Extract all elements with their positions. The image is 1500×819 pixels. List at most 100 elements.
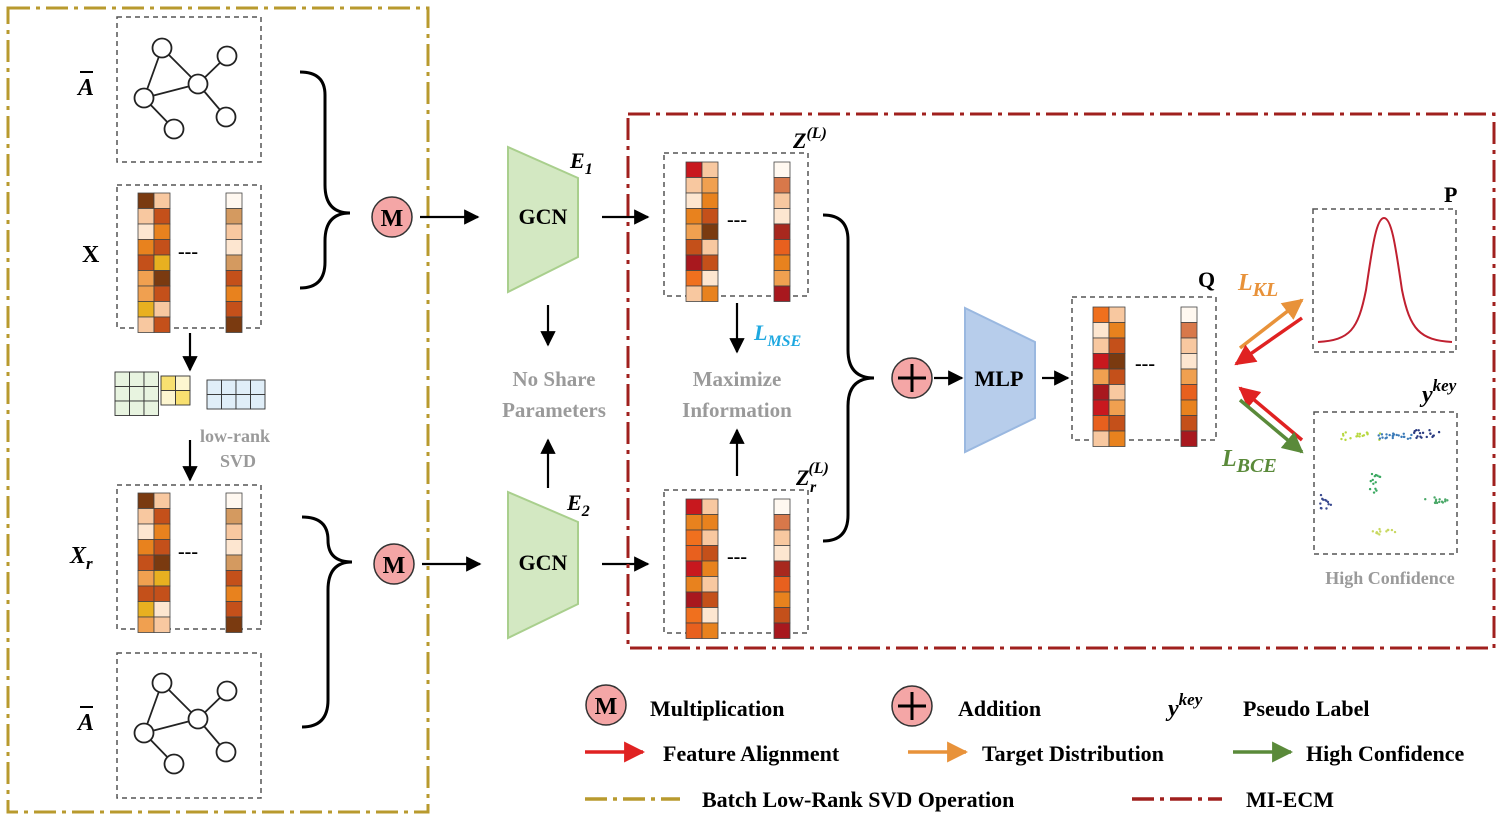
scatter-point bbox=[1375, 489, 1378, 492]
matrix-cell bbox=[137, 554, 155, 571]
matrix-cell bbox=[1092, 399, 1110, 416]
p-distribution-box bbox=[1312, 208, 1457, 353]
z-dots: --- bbox=[727, 209, 747, 231]
scatter-point bbox=[1326, 500, 1330, 504]
matrix-cell bbox=[137, 285, 155, 302]
a-bar-top-label: A bbox=[76, 75, 94, 101]
matrix-cell bbox=[701, 545, 719, 562]
matrix-cell bbox=[1108, 353, 1126, 370]
matrix-cell bbox=[685, 607, 703, 624]
matrix-cell bbox=[137, 301, 155, 318]
arrow-kl-orange bbox=[1238, 298, 1304, 350]
matrix-cell bbox=[137, 616, 155, 633]
legend-mi-ecm: MI-ECM bbox=[1246, 787, 1334, 812]
x-label: X bbox=[82, 242, 100, 268]
matrix-cell bbox=[1180, 415, 1198, 432]
matrix-cell bbox=[773, 591, 791, 608]
matrix-cell bbox=[773, 576, 791, 593]
high-confidence-caption: High Confidence bbox=[1325, 568, 1455, 588]
brace-top bbox=[299, 70, 351, 290]
ykey-label: ykey bbox=[1419, 376, 1457, 408]
matrix-cell bbox=[701, 254, 719, 271]
svd-cell bbox=[114, 371, 130, 387]
scatter-point bbox=[1380, 433, 1384, 436]
matrix-cell bbox=[1092, 322, 1110, 339]
scatter-point bbox=[1397, 434, 1400, 437]
scatter-point bbox=[1344, 431, 1347, 434]
scatter-point bbox=[1379, 530, 1382, 533]
matrix-cell bbox=[153, 492, 171, 509]
svd-cell bbox=[114, 386, 130, 402]
e2-label: E2 bbox=[566, 490, 590, 520]
matrix-cell bbox=[773, 254, 791, 271]
matrix-cell bbox=[225, 601, 243, 618]
matrix-cell bbox=[1180, 368, 1198, 385]
scatter-point bbox=[1417, 429, 1420, 432]
matrix-cell bbox=[225, 523, 243, 540]
legend-ykey: ykey bbox=[1165, 690, 1203, 722]
matrix-cell bbox=[773, 622, 791, 639]
matrix-cell bbox=[225, 554, 243, 571]
x-matrix bbox=[137, 192, 243, 333]
xr-matrix bbox=[137, 492, 243, 633]
matrix-cell bbox=[1092, 415, 1110, 432]
arrow-bce-red bbox=[1238, 386, 1304, 442]
scatter-point bbox=[1319, 493, 1323, 497]
scatter-point bbox=[1415, 428, 1418, 432]
scatter-point bbox=[1356, 432, 1359, 436]
matrix-cell bbox=[685, 223, 703, 240]
svd-decomposition-blocks bbox=[114, 371, 266, 416]
scatter-point bbox=[1371, 478, 1374, 482]
scatter-point bbox=[1320, 507, 1323, 510]
matrix-cell bbox=[701, 591, 719, 608]
scatter-point bbox=[1358, 435, 1361, 438]
svd-cell bbox=[250, 379, 266, 395]
matrix-cell bbox=[1092, 430, 1110, 447]
scatter-point bbox=[1342, 434, 1345, 437]
matrix-cell bbox=[773, 545, 791, 562]
scatter-point bbox=[1387, 528, 1390, 532]
matrix-cell bbox=[685, 254, 703, 271]
matrix-cell bbox=[773, 208, 791, 225]
z-matrix-box bbox=[663, 152, 809, 297]
matrix-cell bbox=[701, 514, 719, 531]
matrix-cell bbox=[701, 208, 719, 225]
matrix-cell bbox=[225, 508, 243, 525]
matrix-cell bbox=[773, 177, 791, 194]
arrow-bce-green bbox=[1238, 398, 1304, 454]
graph-a-top-box bbox=[116, 16, 262, 163]
matrix-cell bbox=[225, 239, 243, 256]
matrix-cell bbox=[701, 270, 719, 287]
scatter-point bbox=[1369, 479, 1372, 483]
matrix-cell bbox=[153, 554, 171, 571]
matrix-cell bbox=[773, 192, 791, 209]
scatter-point bbox=[1393, 530, 1397, 534]
matrix-cell bbox=[137, 508, 155, 525]
zr-matrix bbox=[685, 498, 791, 639]
matrix-cell bbox=[153, 601, 171, 618]
scatter-point bbox=[1366, 433, 1369, 436]
multiply-bottom-icon bbox=[373, 543, 415, 585]
legend-multiplication: Multiplication bbox=[650, 696, 784, 721]
scatter-point bbox=[1444, 498, 1447, 501]
matrix-cell bbox=[773, 514, 791, 531]
matrix-cell bbox=[701, 560, 719, 577]
matrix-cell bbox=[701, 239, 719, 256]
legend-multiply-icon bbox=[585, 684, 627, 726]
scatter-point bbox=[1378, 475, 1381, 478]
q-matrix bbox=[1092, 306, 1198, 447]
matrix-cell bbox=[137, 192, 155, 209]
matrix-cell bbox=[773, 270, 791, 287]
scatter-point bbox=[1418, 431, 1422, 435]
matrix-cell bbox=[1092, 337, 1110, 354]
scatter-point bbox=[1368, 487, 1372, 491]
scatter-point bbox=[1433, 496, 1436, 499]
matrix-cell bbox=[701, 223, 719, 240]
lkl-label: LKL bbox=[1237, 270, 1278, 301]
matrix-cell bbox=[685, 591, 703, 608]
scatter-point bbox=[1388, 433, 1391, 437]
scatter-point bbox=[1370, 472, 1374, 476]
scatter-point bbox=[1378, 527, 1381, 531]
svd-label-lowrank: low-rank bbox=[200, 426, 270, 446]
matrix-cell bbox=[701, 161, 719, 178]
